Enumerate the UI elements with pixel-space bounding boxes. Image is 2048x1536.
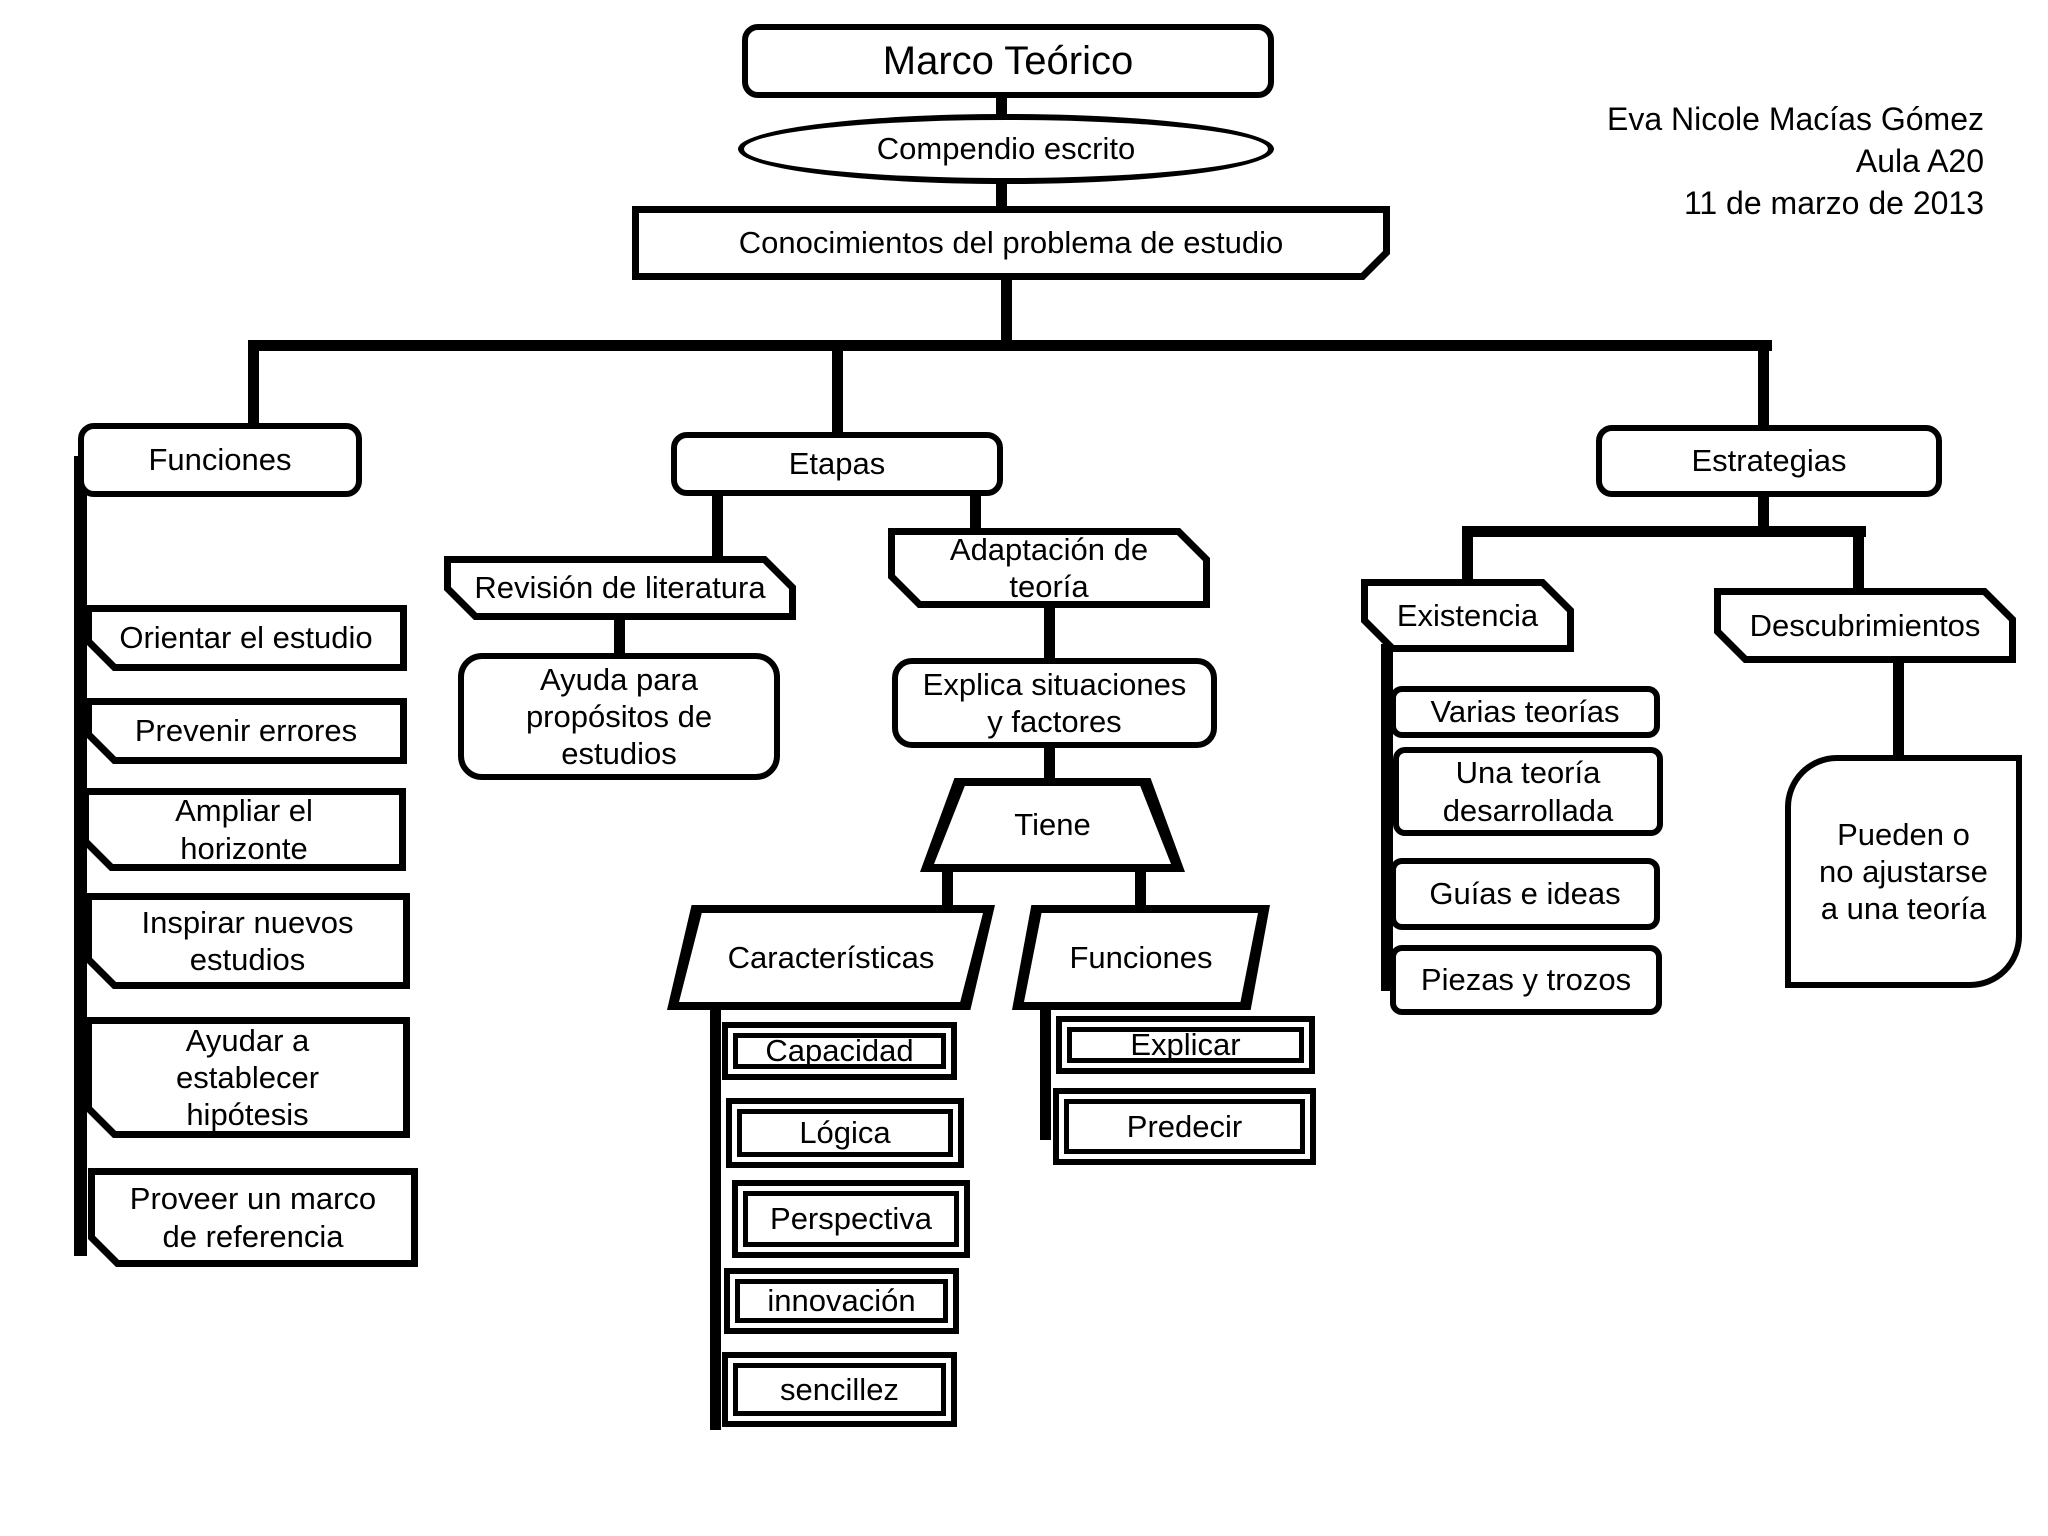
node-explicar: Explicar	[1056, 1016, 1315, 1074]
node-label: Explica situaciones y factores	[922, 666, 1187, 739]
node-label: Inspirar nuevos estudios	[92, 900, 403, 982]
node-label: Estrategias	[1691, 443, 1847, 479]
node-explica-situaciones: Explica situaciones y factores	[892, 658, 1217, 748]
node-label: Varias teorías	[1430, 694, 1620, 730]
node-label: Guías e ideas	[1429, 876, 1621, 912]
node-label: Funciones	[1024, 913, 1258, 1002]
node-label: Predecir	[1064, 1099, 1305, 1154]
node-guias-e-ideas: Guías e ideas	[1390, 858, 1660, 930]
node-label: Descubrimientos	[1721, 595, 2009, 656]
node-label: Tiene	[934, 786, 1171, 864]
node-ayuda-propositos: Ayuda para propósitos de estudios	[458, 653, 780, 780]
node-capacidad: Capacidad	[722, 1022, 957, 1080]
connector-tiene-caracteristicas	[942, 864, 953, 910]
connector-revision-ayuda	[614, 612, 625, 658]
node-label: Adaptación de teoría	[895, 535, 1203, 601]
node-label: Ayudar a establecer hipótesis	[92, 1024, 403, 1131]
node-label: Existencia	[1368, 586, 1567, 645]
node-label: Revisión de literatura	[451, 563, 789, 613]
node-label: Funciones	[148, 442, 292, 478]
node-label: Ampliar el horizonte	[89, 795, 399, 864]
node-label: Etapas	[788, 446, 886, 482]
node-caracteristicas: Características	[667, 905, 995, 1010]
author-room: Aula A20	[1855, 143, 1984, 180]
node-una-teoria-desarrollada: Una teoría desarrollada	[1393, 747, 1663, 836]
node-estrategias: Estrategias	[1596, 425, 1942, 497]
node-label: Explicar	[1067, 1027, 1304, 1063]
node-existencia: Existencia	[1361, 579, 1574, 652]
author-date: 11 de marzo de 2013	[1683, 185, 1984, 222]
connector-adaptacion-explica	[1044, 602, 1055, 662]
node-label: Pueden o no ajustarse a una teoría	[1819, 816, 1988, 927]
node-label: sencillez	[733, 1363, 946, 1416]
connector-etapas-adaptacion	[970, 492, 981, 532]
connector-drop-existencia	[1462, 526, 1473, 584]
node-label: Conocimientos del problema de estudio	[639, 213, 1383, 273]
node-label: Prevenir errores	[92, 705, 400, 757]
connector-compendio-conocimientos	[996, 180, 1007, 212]
node-adaptacion-teoria: Adaptación de teoría	[888, 528, 1210, 608]
connector-tiene-funciones2	[1135, 864, 1146, 910]
node-inspirar-nuevos-estudios: Inspirar nuevos estudios	[85, 893, 410, 989]
node-tiene: Tiene	[920, 778, 1185, 872]
connector-drop-funciones	[248, 340, 259, 428]
connector-drop-etapas	[832, 340, 843, 438]
node-varias-teorias: Varias teorías	[1390, 686, 1660, 738]
node-label: Una teoría desarrollada	[1442, 755, 1614, 828]
node-orientar-el-estudio: Orientar el estudio	[85, 605, 407, 671]
node-piezas-y-trozos: Piezas y trozos	[1390, 945, 1662, 1015]
connector-explica-tiene	[1044, 742, 1055, 784]
connector-drop-estrategias	[1758, 340, 1769, 430]
node-funciones-2: Funciones	[1012, 905, 1270, 1010]
node-conocimientos: Conocimientos del problema de estudio	[632, 206, 1390, 280]
author-name: Eva Nicole Macías Gómez	[1606, 101, 1984, 137]
node-predecir: Predecir	[1053, 1088, 1316, 1165]
node-innovacion: innovación	[724, 1268, 959, 1334]
estrategias-distributor-line	[1462, 526, 1866, 537]
node-proveer-marco-referencia: Proveer un marco de referencia	[88, 1168, 418, 1267]
node-label: Orientar el estudio	[92, 612, 400, 664]
connector-conocimientos-distributor	[1001, 276, 1012, 346]
node-perspectiva: Perspectiva	[732, 1180, 970, 1258]
node-label: Piezas y trozos	[1420, 962, 1632, 998]
funciones2-branch-line	[1040, 1003, 1051, 1140]
node-label: innovación	[735, 1279, 948, 1323]
connector-descubrimientos-pueden	[1893, 656, 1904, 758]
node-etapas: Etapas	[671, 432, 1003, 496]
node-compendio-escrito: Compendio escrito	[738, 114, 1274, 184]
distributor-line	[248, 340, 1772, 351]
node-prevenir-errores: Prevenir errores	[85, 698, 407, 764]
node-label: Compendio escrito	[876, 131, 1136, 167]
node-label: Proveer un marco de referencia	[95, 1175, 411, 1260]
node-label: Lógica	[737, 1109, 953, 1157]
connector-estrategias-stem	[1758, 492, 1769, 534]
node-label: Capacidad	[733, 1033, 946, 1069]
node-logica: Lógica	[726, 1098, 964, 1168]
funciones-branch-line	[74, 456, 87, 1256]
node-ayudar-establecer-hipotesis: Ayudar a establecer hipótesis	[85, 1017, 410, 1138]
connector-drop-descubrimientos	[1853, 526, 1864, 594]
node-revision-literatura: Revisión de literatura	[444, 556, 796, 620]
node-label: Perspectiva	[743, 1191, 959, 1247]
connector-root-compendio	[996, 94, 1007, 122]
author-annotation: Eva Nicole Macías Gómez Aula A20 11 de m…	[1607, 98, 1984, 225]
node-label: Marco Teórico	[882, 39, 1134, 83]
node-funciones: Funciones	[78, 423, 362, 497]
node-marco-teorico: Marco Teórico	[742, 24, 1274, 98]
node-pueden-ajustarse: Pueden o no ajustarse a una teoría	[1785, 755, 2022, 988]
connector-etapas-revision	[712, 492, 723, 560]
node-ampliar-horizonte: Ampliar el horizonte	[82, 788, 406, 871]
caracteristicas-branch-line	[710, 1003, 721, 1430]
node-label: Características	[679, 913, 983, 1002]
node-descubrimientos: Descubrimientos	[1714, 588, 2016, 663]
node-label: Ayuda para propósitos de estudios	[525, 661, 713, 772]
node-sencillez: sencillez	[722, 1352, 957, 1427]
